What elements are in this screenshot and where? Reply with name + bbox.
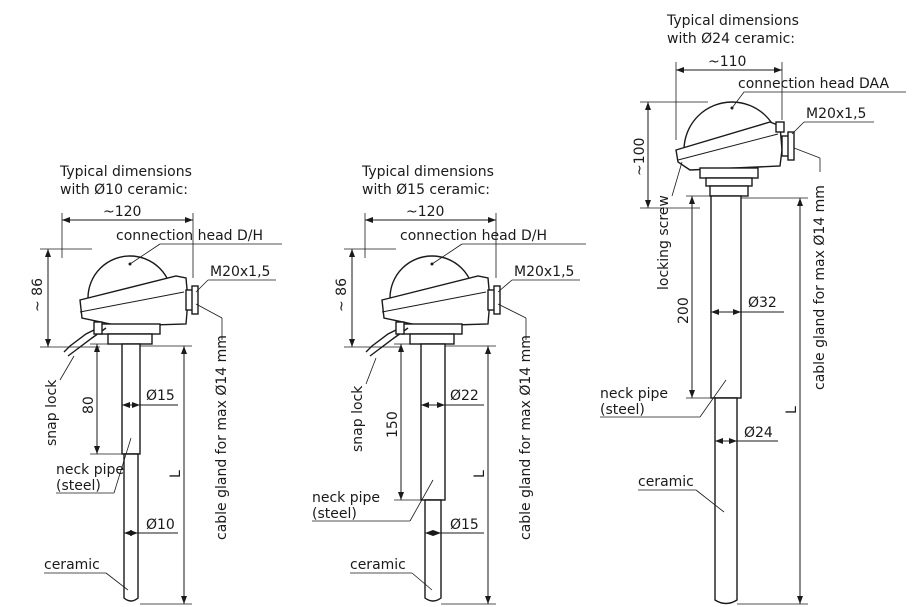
side-label: snap lock xyxy=(350,385,366,452)
height-dimension: ~ 86 xyxy=(334,248,402,348)
neck-length-label: 200 xyxy=(676,297,692,324)
diagram-d10: Typical dimensions with Ø10 ceramic: ~12… xyxy=(30,164,282,605)
ceramic-label: ceramic xyxy=(350,557,406,573)
neck-label-line2: (steel) xyxy=(600,402,645,418)
gland-label: cable gland for max Ø14 mm xyxy=(518,335,534,540)
side-label: locking screw xyxy=(656,195,672,290)
diagram-d24: Typical dimensions with Ø24 ceramic: ~11… xyxy=(600,13,906,605)
height-dim-label: ~ 86 xyxy=(30,278,46,312)
height-dimension: ~100 xyxy=(632,101,708,209)
diagram-d15: Typical dimensions with Ø15 ceramic: ~12… xyxy=(312,164,586,605)
height-dim-label: ~ 86 xyxy=(334,278,350,312)
neck-label-line1: neck pipe xyxy=(600,386,668,402)
caption-line1: Typical dimensions xyxy=(361,164,494,180)
thread-label: M20x1,5 xyxy=(514,264,574,280)
caption-line2: with Ø24 ceramic: xyxy=(667,31,795,47)
caption-line1: Typical dimensions xyxy=(59,164,192,180)
caption-line1: Typical dimensions xyxy=(666,13,799,29)
head-label: connection head DAA xyxy=(738,76,889,92)
thread-label: M20x1,5 xyxy=(210,264,270,280)
neck-pipe xyxy=(420,343,446,501)
height-dimension: ~ 86 xyxy=(30,248,100,348)
neck-label-line2: (steel) xyxy=(56,478,101,494)
gland-label: cable gland for max Ø14 mm xyxy=(812,185,828,390)
caption-line2: with Ø15 ceramic: xyxy=(362,182,490,198)
height-dim-label: ~100 xyxy=(632,138,648,176)
neck-label-line2: (steel) xyxy=(312,506,357,522)
ceramic-label: ceramic xyxy=(44,557,100,573)
width-dimension: ~120 xyxy=(61,204,194,278)
neck-dia-label: Ø15 xyxy=(146,388,175,404)
ceramic-dia-label: Ø10 xyxy=(146,517,175,533)
ceramic-tube xyxy=(123,453,139,602)
caption-line2: with Ø10 ceramic: xyxy=(60,182,188,198)
head-label: connection head D/H xyxy=(400,228,547,244)
neck-pipe xyxy=(710,195,742,399)
width-dimension: ~110 xyxy=(675,54,783,140)
length-label: L xyxy=(784,406,800,414)
ceramic-dia-label: Ø15 xyxy=(450,517,479,533)
neck-label-line1: neck pipe xyxy=(56,462,124,478)
width-dim-label: ~110 xyxy=(708,54,746,70)
width-dimension: ~120 xyxy=(364,204,497,278)
neck-length-label: 80 xyxy=(81,396,97,414)
connection-head xyxy=(63,255,199,357)
side-label: snap lock xyxy=(44,379,60,446)
neck-length-label: 150 xyxy=(385,411,401,438)
neck-pipe xyxy=(121,343,141,455)
length-label: L xyxy=(472,470,488,478)
length-label: L xyxy=(168,470,184,478)
thread-label: M20x1,5 xyxy=(806,106,866,122)
head-label: connection head D/H xyxy=(116,228,263,244)
width-dim-label: ~120 xyxy=(406,204,444,220)
ceramic-tube xyxy=(424,499,442,602)
ceramic-tube xyxy=(714,397,738,605)
connection-head xyxy=(365,255,501,357)
ceramic-label: ceramic xyxy=(638,474,694,490)
gland-label: cable gland for max Ø14 mm xyxy=(214,335,230,540)
width-dim-label: ~120 xyxy=(103,204,141,220)
ceramic-dia-label: Ø24 xyxy=(744,425,773,441)
neck-dia-label: Ø22 xyxy=(450,388,479,404)
neck-dia-label: Ø32 xyxy=(748,295,777,311)
neck-label-line1: neck pipe xyxy=(312,490,380,506)
connection-head xyxy=(675,101,795,197)
